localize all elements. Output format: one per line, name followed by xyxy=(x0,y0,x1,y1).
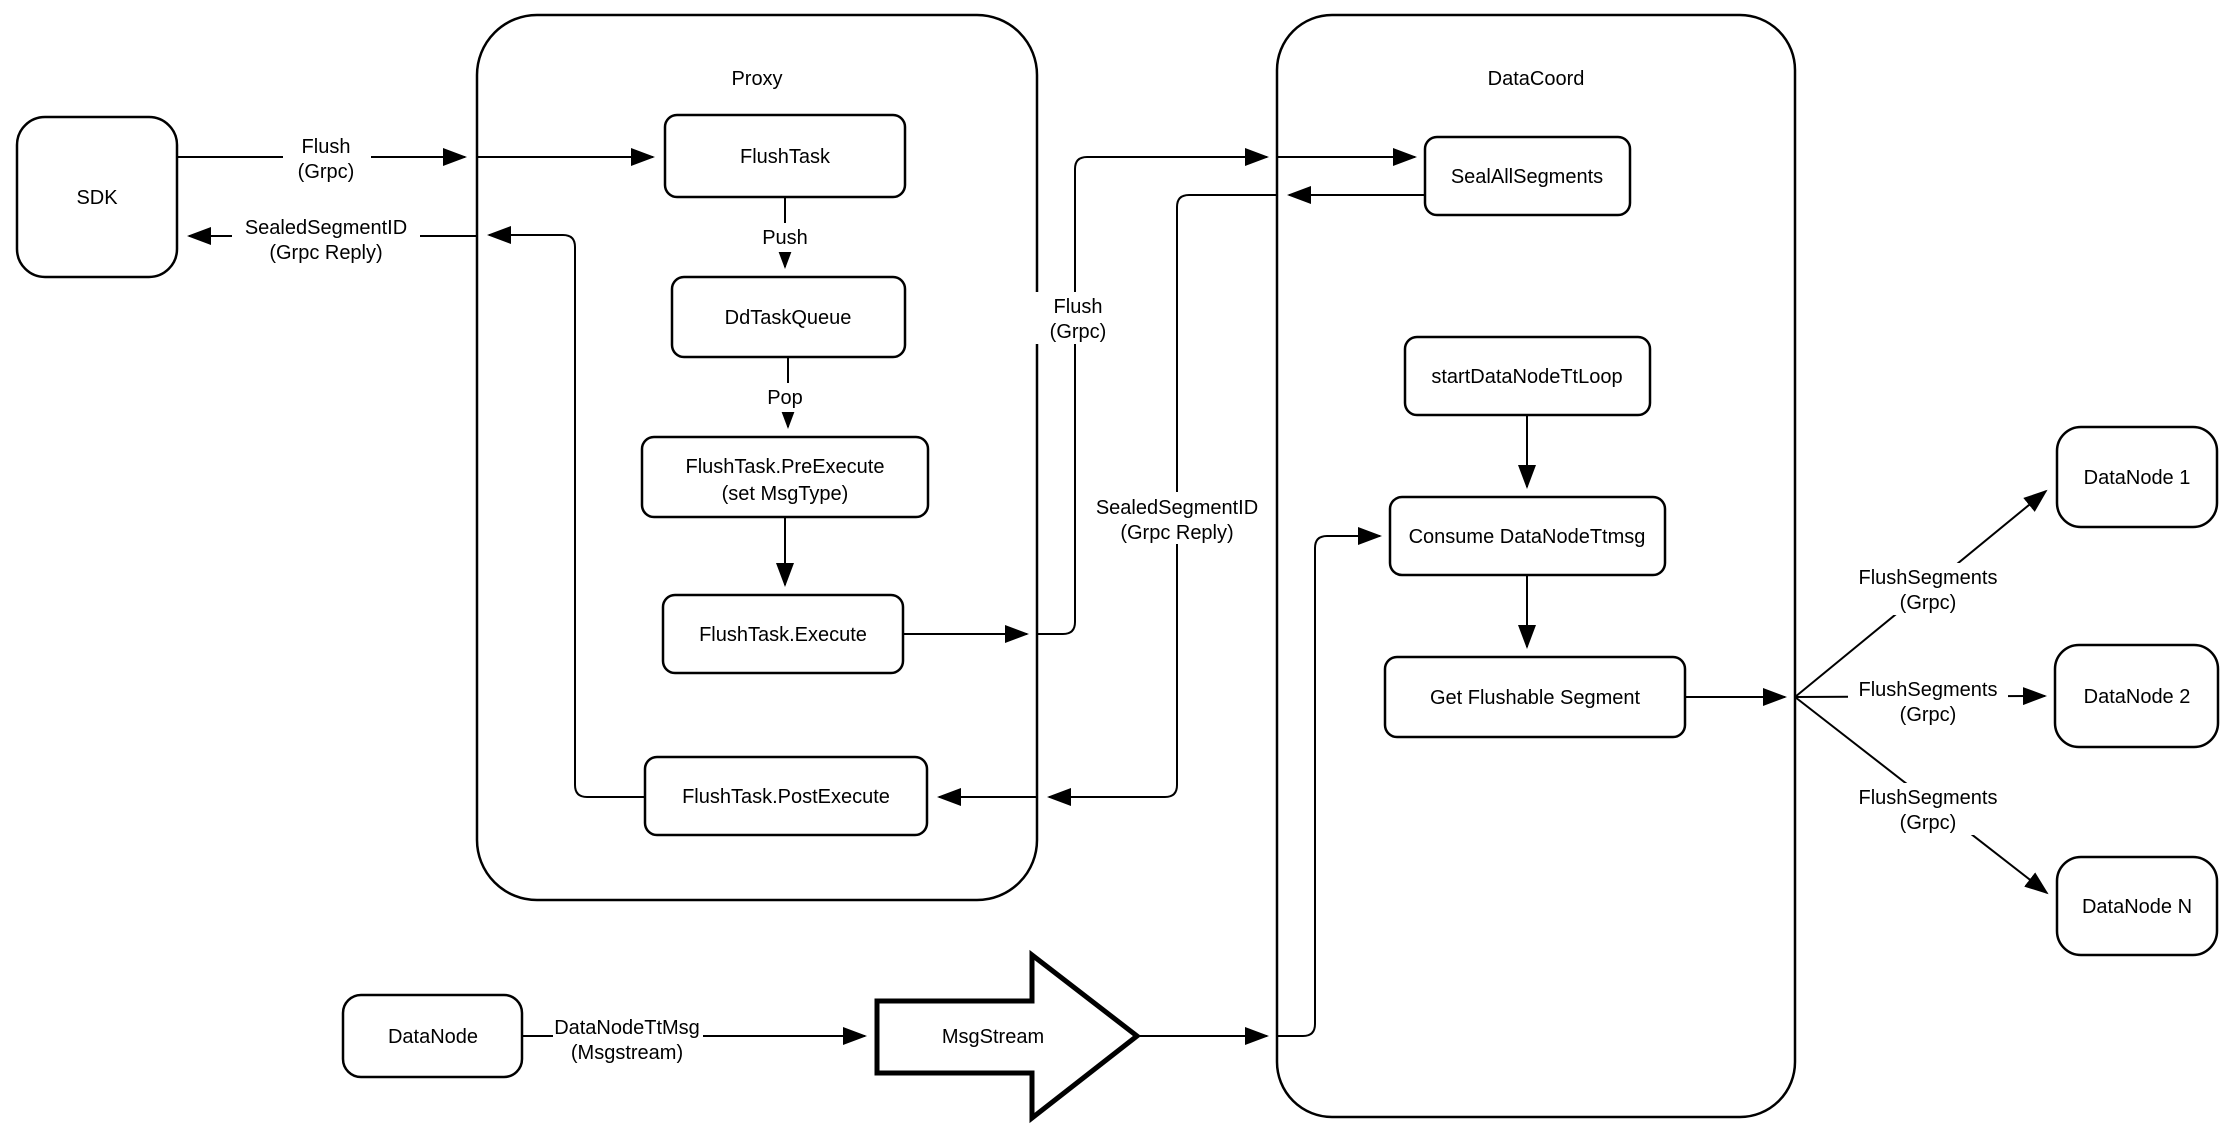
label-bg xyxy=(1034,292,1122,344)
datanode2-label: DataNode 2 xyxy=(2084,686,2191,708)
datacoord-title: DataCoord xyxy=(1488,68,1585,90)
startdatanodettloop-label: startDataNodeTtLoop xyxy=(1431,366,1622,388)
label-flush-sdk-line2: (Grpc) xyxy=(298,161,355,183)
label-push-text: Push xyxy=(762,227,808,249)
datanode2-node xyxy=(2053,643,2220,749)
label-flushsegments-2-line2: (Grpc) xyxy=(1900,704,1957,726)
getflushable-label: Get Flushable Segment xyxy=(1430,687,1641,709)
label-bg xyxy=(283,132,371,184)
label-flush-mid: Flush (Grpc) xyxy=(1034,292,1122,344)
label-flush-mid-line1: Flush xyxy=(1054,296,1103,318)
label-flushsegments-1-line1: FlushSegments xyxy=(1859,567,1998,589)
edge-proxy-to-datacoord-flush xyxy=(1037,148,1269,635)
label-sealedsegmentid-sdk-line2: (Grpc Reply) xyxy=(269,242,382,264)
label-datanodettmsg: DataNodeTtMsg (Msgstream) xyxy=(553,1013,703,1065)
label-datanodettmsg-line2: (Msgstream) xyxy=(571,1042,683,1064)
msgstream-label: MsgStream xyxy=(942,1026,1044,1048)
label-bg xyxy=(1848,675,2008,727)
label-flushsegments-2-line1: FlushSegments xyxy=(1859,679,1998,701)
ddtaskqueue-node xyxy=(670,275,907,359)
execute-label: FlushTask.Execute xyxy=(699,624,867,646)
label-flushsegments-1: FlushSegments (Grpc) xyxy=(1848,563,2008,615)
datanode-label: DataNode xyxy=(388,1026,478,1048)
label-bg xyxy=(1083,492,1271,544)
label-flush-sdk: Flush (Grpc) xyxy=(283,132,371,184)
label-flushsegments-1-line2: (Grpc) xyxy=(1900,592,1957,614)
label-sealedsegmentid-mid: SealedSegmentID (Grpc Reply) xyxy=(1083,492,1271,544)
sealallsegments-label: SealAllSegments xyxy=(1451,166,1603,188)
startdatanodettloop-node xyxy=(1403,335,1652,417)
label-bg xyxy=(757,383,813,412)
sdk-node xyxy=(15,115,179,279)
label-bg xyxy=(553,1013,703,1065)
preexecute-label-line1: FlushTask.PreExecute xyxy=(686,456,885,478)
preexecute-label-line2: (set MsgType) xyxy=(722,483,849,505)
datanoden-label: DataNode N xyxy=(2082,896,2192,918)
postexecute-label: FlushTask.PostExecute xyxy=(682,786,890,808)
label-flushsegments-2: FlushSegments (Grpc) xyxy=(1848,675,2008,727)
label-flush-mid-line2: (Grpc) xyxy=(1050,321,1107,343)
datanode1-label: DataNode 1 xyxy=(2084,467,2191,489)
label-flushsegments-3: FlushSegments (Grpc) xyxy=(1848,783,2008,835)
consume-label: Consume DataNodeTtmsg xyxy=(1409,526,1646,548)
label-sealedsegmentid-sdk: SealedSegmentID (Grpc Reply) xyxy=(232,213,420,264)
label-pop: Pop xyxy=(757,383,813,412)
label-flushsegments-3-line2: (Grpc) xyxy=(1900,812,1957,834)
label-bg xyxy=(232,213,420,263)
datanode-node xyxy=(341,993,524,1079)
label-push: Push xyxy=(752,223,818,252)
label-sealedsegmentid-mid-line1: SealedSegmentID xyxy=(1096,497,1258,519)
label-bg xyxy=(752,223,818,252)
label-bg xyxy=(1848,563,2008,615)
label-bg xyxy=(1848,783,2008,835)
sealallsegments-node xyxy=(1423,135,1632,217)
sdk-label: SDK xyxy=(76,187,118,209)
flushtask-node xyxy=(663,113,907,199)
msgstream-arrow-shape xyxy=(874,949,1142,1124)
flushtask-label: FlushTask xyxy=(740,146,831,168)
label-flush-sdk-line1: Flush xyxy=(302,136,351,158)
consume-node xyxy=(1388,495,1667,577)
preexecute-node xyxy=(640,435,930,519)
datanode1-node xyxy=(2055,425,2219,529)
label-sealedsegmentid-sdk-line1: SealedSegmentID xyxy=(245,217,407,239)
postexecute-node xyxy=(643,755,929,837)
label-pop-text: Pop xyxy=(767,387,803,409)
edge-postexecute-to-proxy-edge xyxy=(487,226,645,798)
execute-node xyxy=(661,593,905,675)
label-flushsegments-3-line1: FlushSegments xyxy=(1859,787,1998,809)
label-datanodettmsg-line1: DataNodeTtMsg xyxy=(554,1017,700,1039)
label-sealedsegmentid-mid-line2: (Grpc Reply) xyxy=(1120,522,1233,544)
datanoden-node xyxy=(2055,855,2219,957)
ddtaskqueue-label: DdTaskQueue xyxy=(725,307,852,329)
proxy-title: Proxy xyxy=(731,68,782,90)
getflushable-node xyxy=(1383,655,1687,739)
edge-datacoord-edge-to-consume xyxy=(1277,527,1382,1037)
